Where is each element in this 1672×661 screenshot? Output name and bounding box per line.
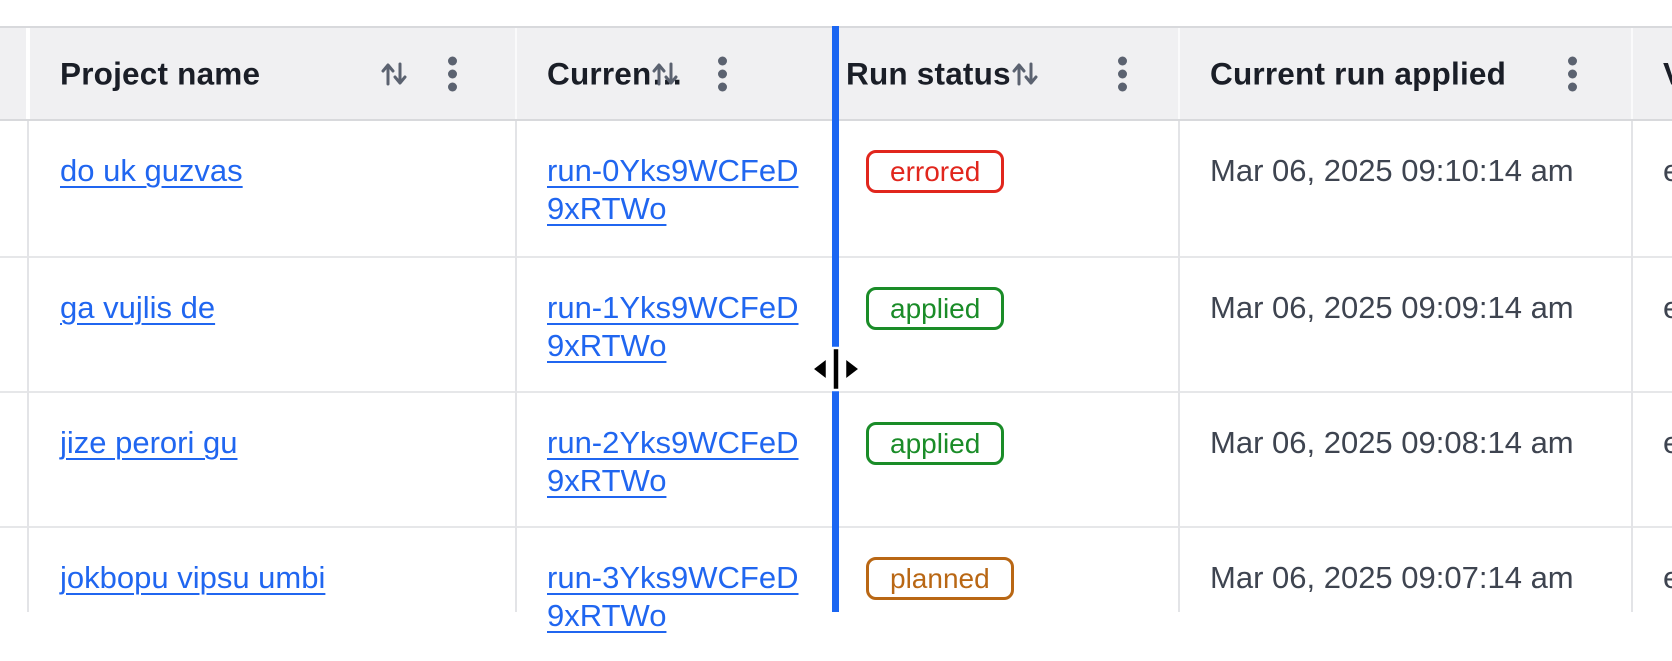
next-column-value: e xyxy=(1663,425,1672,460)
current-run-applied-value: Mar 06, 2025 09:09:14 am xyxy=(1210,290,1574,325)
column-menu-icon[interactable] xyxy=(718,56,727,91)
run-link[interactable]: run-0Yks9WCFeD9xRTWo xyxy=(547,153,799,226)
column-header-current-run-applied: Current run applied xyxy=(1210,55,1507,91)
current-run-applied-value: Mar 06, 2025 09:07:14 am xyxy=(1210,560,1574,595)
run-link[interactable]: run-2Yks9WCFeD9xRTWo xyxy=(547,425,799,498)
pinned-column-divider xyxy=(26,28,30,119)
project-link[interactable]: ga vujlis de xyxy=(60,290,216,325)
next-column-value: e xyxy=(1663,153,1672,188)
sort-icon[interactable] xyxy=(1012,59,1038,89)
current-run-applied-value: Mar 06, 2025 09:10:14 am xyxy=(1210,153,1574,188)
column-menu-icon[interactable] xyxy=(1568,56,1577,91)
next-column-value: e xyxy=(1663,560,1672,595)
column-header-project-name: Project name xyxy=(60,55,261,91)
next-column-value: e xyxy=(1663,290,1672,325)
column-header-run-status: Run status xyxy=(846,55,1011,91)
column-menu-icon[interactable] xyxy=(448,56,457,91)
project-link[interactable]: jokbopu vipsu umbi xyxy=(60,560,326,595)
sort-icon[interactable] xyxy=(381,59,407,89)
column-menu-icon[interactable] xyxy=(1118,56,1127,91)
column-border xyxy=(1631,121,1633,612)
column-border xyxy=(1178,121,1180,612)
column-header-partial: V xyxy=(1663,55,1672,92)
run-status-badge: errored xyxy=(866,150,1005,193)
project-link[interactable]: jize perori gu xyxy=(60,425,238,460)
run-status-badge: applied xyxy=(866,422,1005,465)
run-status-badge: applied xyxy=(866,287,1005,330)
current-run-applied-value: Mar 06, 2025 09:08:14 am xyxy=(1210,425,1574,460)
project-link[interactable]: do uk guzvas xyxy=(60,153,243,188)
run-link[interactable]: run-1Yks9WCFeD9xRTWo xyxy=(547,290,799,363)
column-border xyxy=(1178,28,1180,119)
column-border xyxy=(515,28,517,119)
column-border xyxy=(515,121,517,612)
run-link[interactable]: run-3Yks9WCFeD9xRTWo xyxy=(547,560,799,633)
sort-icon[interactable] xyxy=(652,59,678,89)
column-border xyxy=(1631,28,1633,119)
column-resize-indicator[interactable] xyxy=(832,26,839,612)
column-border xyxy=(27,121,29,612)
run-status-badge: planned xyxy=(866,557,1014,600)
